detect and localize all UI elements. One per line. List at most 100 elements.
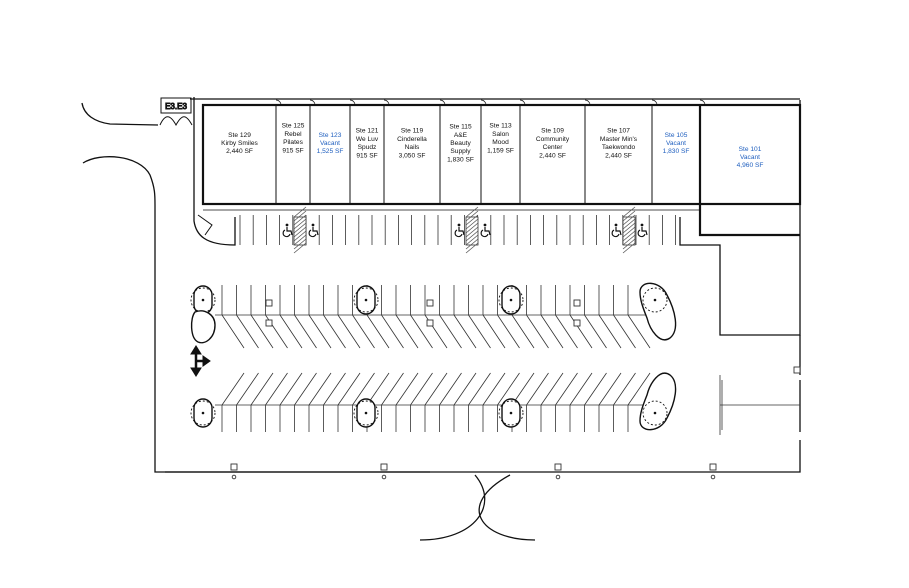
suite-label-line: Vacant <box>666 140 686 147</box>
parking-stripe <box>453 372 477 406</box>
parking-stripe <box>526 372 549 406</box>
suite-label-line: Master Min's <box>600 136 638 143</box>
door-swing <box>349 99 356 106</box>
parking-stripe <box>439 314 462 349</box>
parking-stripe <box>352 372 375 406</box>
accessible-parking-icon <box>454 223 465 238</box>
parking-stripe <box>323 314 346 349</box>
accessible-parking <box>282 206 648 254</box>
light-pole-icon <box>265 299 273 307</box>
light-pole-icon <box>265 319 273 327</box>
suite-label-line: Taekwondo <box>602 144 636 151</box>
accessible-parking-icon <box>637 223 648 238</box>
tree-icon <box>353 287 379 313</box>
parking-stripe <box>236 372 259 406</box>
light-pole-icon <box>793 366 801 374</box>
suite-label-line: Supply <box>450 148 471 155</box>
parking-stripe <box>250 314 274 349</box>
light-pole-base <box>555 474 561 480</box>
landscape-islands <box>190 282 677 431</box>
door-swing <box>275 99 282 106</box>
parking-stripe <box>337 372 361 406</box>
access-aisle <box>465 206 479 254</box>
parking-stripe <box>482 372 506 406</box>
parking-stripe <box>497 314 520 349</box>
landscape-island <box>353 398 379 428</box>
parking-stripe <box>410 314 433 349</box>
suite-label-line: Center <box>543 144 564 151</box>
parking-stripe <box>323 372 346 406</box>
accessible-parking-icon <box>611 223 622 238</box>
parking-stripe <box>221 372 245 406</box>
suite-label-line: Ste 101 <box>739 146 762 153</box>
light-pole-icon <box>426 299 434 307</box>
parking-stripe <box>511 314 535 349</box>
suite-label-line: 4,960 SF <box>737 162 764 169</box>
parking-stripe <box>613 314 636 349</box>
suite-label-line: Nails <box>405 144 420 151</box>
suite-label-line: Ste 121 <box>356 128 379 135</box>
suite-label-line: Spudz <box>358 144 377 151</box>
suite-label-line: 3,050 SF <box>399 152 426 159</box>
tree-icon <box>190 400 216 426</box>
suite-label-line: Beauty <box>450 140 471 147</box>
dumpster-enclosure: E3.E3 <box>159 97 193 127</box>
suite-label-line: 1,159 SF <box>487 147 514 154</box>
suite-label-line: Ste 105 <box>665 132 688 139</box>
parking-stripe <box>555 372 578 406</box>
suite-label-line: 915 SF <box>282 147 303 154</box>
svg-text:E3.E3: E3.E3 <box>165 102 187 111</box>
suite-label-line: Ste 109 <box>541 128 564 135</box>
parking-stripe <box>598 314 622 349</box>
parking-stripe <box>555 314 578 349</box>
parking-stripe <box>381 372 404 406</box>
suite-label-line: 1,830 SF <box>447 156 474 163</box>
suite-label-line: Ste 115 <box>449 124 472 131</box>
door-swing <box>651 99 658 106</box>
parking-stripe <box>439 372 462 406</box>
suite-label-line: Kirby Smiles <box>221 140 258 147</box>
parking-stripe <box>584 372 607 406</box>
door-swing <box>699 99 706 106</box>
suite-label-line: 915 SF <box>356 152 377 159</box>
parking-stripe <box>294 314 317 349</box>
parking-stripe <box>627 372 651 406</box>
suite-label-line: Ste 113 <box>489 123 512 130</box>
parking-stripe <box>613 372 636 406</box>
parking-stripe <box>250 372 274 406</box>
parking-stripe <box>294 372 317 406</box>
suite-label-line: 2,440 SF <box>605 152 632 159</box>
suite-label-line: 1,525 SF <box>317 148 344 155</box>
accessible-parking-icon <box>480 223 491 238</box>
tree-icon <box>642 400 668 426</box>
tree-icon <box>498 287 524 313</box>
light-pole-base <box>231 474 237 480</box>
tree-icon <box>498 400 524 426</box>
tree-icon <box>353 400 379 426</box>
suite-label-line: 2,440 SF <box>539 152 566 159</box>
landscape-island <box>190 398 216 428</box>
parking-stripe <box>308 372 332 406</box>
tree-icon <box>642 287 668 313</box>
suite-label-line: Community <box>536 136 570 143</box>
suite-dividers <box>275 99 706 235</box>
accessible-parking-icon <box>308 223 319 238</box>
door-swing <box>519 99 526 106</box>
door-swing <box>480 99 487 106</box>
landscape-island-left <box>190 310 216 344</box>
entrance-curves <box>419 474 536 541</box>
suite-label-line: Vacant <box>320 140 340 147</box>
parking-stripe <box>381 314 404 349</box>
parking-stripe <box>410 372 433 406</box>
landscape-island-large <box>639 372 677 431</box>
light-pole-icon <box>380 463 388 471</box>
suite-label-line: Vacant <box>740 154 760 161</box>
parking-stripe <box>627 314 651 349</box>
parking-stripe <box>337 314 361 349</box>
